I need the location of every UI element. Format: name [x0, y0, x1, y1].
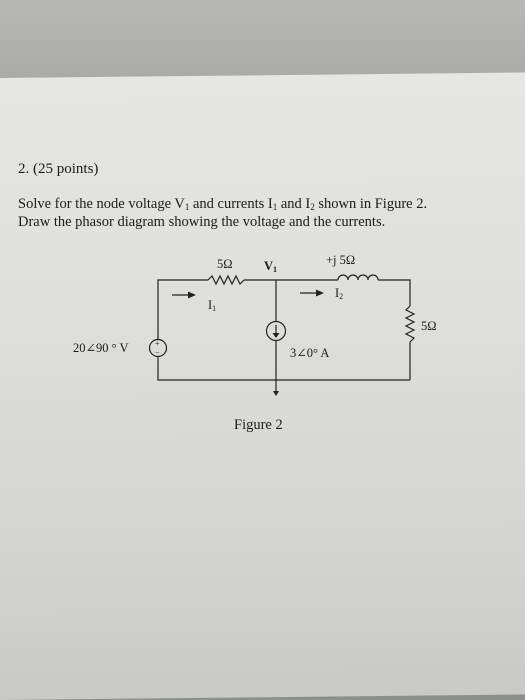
resistor-1-zigzag	[207, 274, 245, 286]
inductor-label: +j 5Ω	[326, 253, 355, 267]
problem-line-1: Solve for the node voltage V1 and curren…	[18, 196, 428, 212]
voltage-source-plus: +	[155, 339, 160, 348]
current-2-arrow-head	[316, 289, 324, 297]
wire-top-right	[378, 279, 411, 306]
problem-line-2: Draw the phasor diagram showing the volt…	[18, 214, 386, 230]
current-source-label: 3∠0° A	[290, 346, 329, 360]
current-2-label: I2	[335, 286, 343, 301]
figure-caption: Figure 2	[234, 417, 283, 433]
ground-arrow-head	[273, 391, 279, 396]
resistor-2-label: 5Ω	[421, 319, 437, 333]
resistor-1-label: 5Ω	[217, 257, 233, 271]
node-voltage-label: V1	[264, 259, 277, 274]
inductor-coils	[337, 274, 379, 281]
voltage-source-minus: −	[155, 348, 160, 357]
current-1-label: I1	[208, 298, 216, 313]
current-1-arrow-head	[188, 291, 196, 299]
voltage-source-circle	[148, 338, 168, 358]
problem-number: 2. (25 points)	[18, 161, 99, 177]
problem-statement: Solve for the node voltage V1 and curren…	[18, 195, 427, 231]
current-source-circle	[265, 320, 287, 342]
wire-top-left	[157, 279, 208, 340]
current-source-arrow-head	[272, 333, 280, 338]
wire-bottom	[157, 357, 410, 381]
resistor-2-zigzag	[404, 305, 416, 343]
voltage-source-label: 20∠90 ° V	[73, 341, 129, 355]
